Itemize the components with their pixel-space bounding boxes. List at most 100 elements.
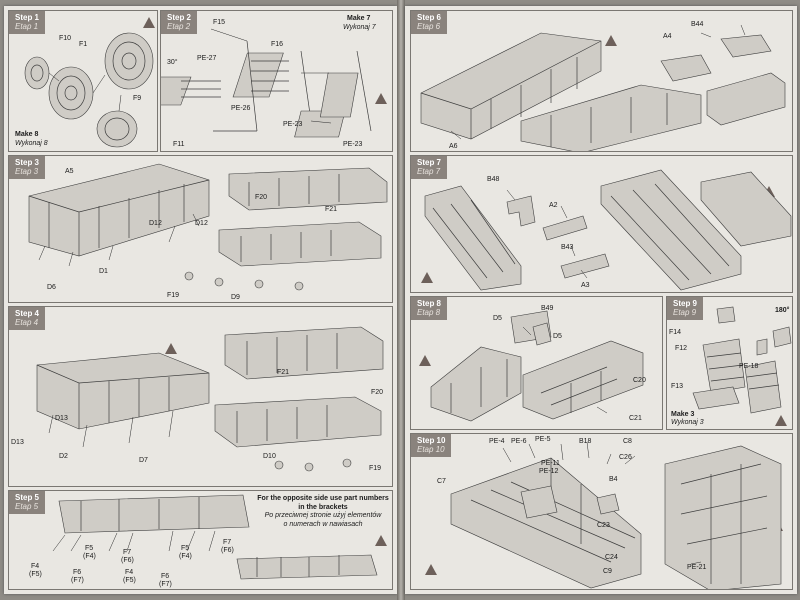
s2-part: F11 <box>173 141 185 148</box>
s2-part: PE-23 <box>283 121 303 128</box>
s5-part: F5 <box>181 545 190 552</box>
s9-angle: 180° <box>775 307 790 314</box>
s3-part: D12 <box>149 220 162 227</box>
s7-part: B43 <box>561 244 574 251</box>
s10-part: PE-11 <box>541 460 560 467</box>
s5-part: (F4) <box>83 553 96 560</box>
step9-make: Make 3 <box>671 411 695 418</box>
s5-part: (F4) <box>179 553 192 560</box>
s3-part: A5 <box>65 168 74 175</box>
s3-part: D12 <box>195 220 208 227</box>
s3-part: D1 <box>99 268 108 275</box>
s8-part: B49 <box>541 305 554 312</box>
step2-make: Make 7 <box>347 15 371 22</box>
step10-interior-drawing <box>450 441 782 589</box>
step7-hull-drawing <box>424 169 792 291</box>
s3-part: F19 <box>167 292 180 299</box>
step10-marker-a <box>425 564 437 575</box>
s5-part: F7 <box>223 539 232 546</box>
s10-part: PE-6 <box>511 438 527 445</box>
s5-part: F4 <box>125 569 134 576</box>
s5-part: F6 <box>73 569 82 576</box>
s3-part: F21 <box>325 206 338 213</box>
s10-part: PE-12 <box>539 468 559 475</box>
s10-part: C8 <box>623 438 632 445</box>
s10-part: C9 <box>603 568 612 575</box>
step6-marker-a <box>605 35 617 46</box>
s6-part: B44 <box>691 21 704 28</box>
step5-marker <box>375 535 387 546</box>
s5-part: (F5) <box>123 577 136 584</box>
s8-part: C21 <box>629 415 642 422</box>
s6-part: A6 <box>449 143 458 150</box>
step1-make: Make 8 <box>15 131 39 138</box>
step9-marker <box>775 415 787 426</box>
s2-part: F15 <box>213 19 226 26</box>
s8-part: C20 <box>633 377 646 384</box>
s3-part: D9 <box>231 294 240 301</box>
s1-part: F1 <box>79 41 88 48</box>
s5-part: (F7) <box>159 581 172 588</box>
s2-part: PE-27 <box>197 55 217 62</box>
s5-part: F5 <box>85 545 94 552</box>
s10-part: B4 <box>609 476 618 483</box>
s3-part: F20 <box>255 194 268 201</box>
step5-track-drawing <box>52 494 378 580</box>
step8-hull-drawing <box>430 310 644 422</box>
step7-marker-b <box>421 272 433 283</box>
step5-note: For the opposite side use part numbers i… <box>257 495 389 528</box>
s10-part: PE-21 <box>687 564 707 571</box>
s2-angle: 30° <box>167 59 178 66</box>
s5-part: F7 <box>123 549 132 556</box>
s4-part: D13 <box>11 439 24 446</box>
step1-make-pl: Wykonaj 8 <box>15 140 48 147</box>
step1-marker <box>143 17 155 28</box>
step4-hull-drawing <box>36 326 384 472</box>
s2-part: F16 <box>271 41 284 48</box>
s10-part: C24 <box>605 554 618 561</box>
s2-part: PE-26 <box>231 105 251 112</box>
step4-marker <box>165 343 177 354</box>
s4-part: D7 <box>139 457 148 464</box>
s2-part: PE-23 <box>343 141 363 148</box>
s1-part: F9 <box>133 95 142 102</box>
step1-wheel-drawing <box>24 32 154 148</box>
s5-part: (F6) <box>221 547 234 554</box>
s10-part: B18 <box>579 438 592 445</box>
s10-part: PE-4 <box>489 438 505 445</box>
s9-part: PE-18 <box>739 363 759 370</box>
step2-seat-drawing <box>161 28 372 138</box>
s10-part: PE-5 <box>535 436 551 443</box>
s5-part: (F7) <box>71 577 84 584</box>
step2-make-pl: Wykonaj 7 <box>343 24 376 31</box>
step2-marker <box>375 93 387 104</box>
s4-part: F19 <box>369 465 382 472</box>
s7-part: A3 <box>581 282 590 289</box>
s4-part: F21 <box>277 369 290 376</box>
step9-make-pl: Wykonaj 3 <box>671 419 704 426</box>
s10-part: C26 <box>619 454 632 461</box>
s6-part: A4 <box>663 33 672 40</box>
s5-part: (F5) <box>29 571 42 578</box>
s7-part: A2 <box>549 202 558 209</box>
step3-hull-drawing <box>28 163 388 291</box>
s7-part: B48 <box>487 176 500 183</box>
page-gutter <box>397 0 405 600</box>
s5-part: (F6) <box>121 557 134 564</box>
s4-part: D13 <box>55 415 68 422</box>
